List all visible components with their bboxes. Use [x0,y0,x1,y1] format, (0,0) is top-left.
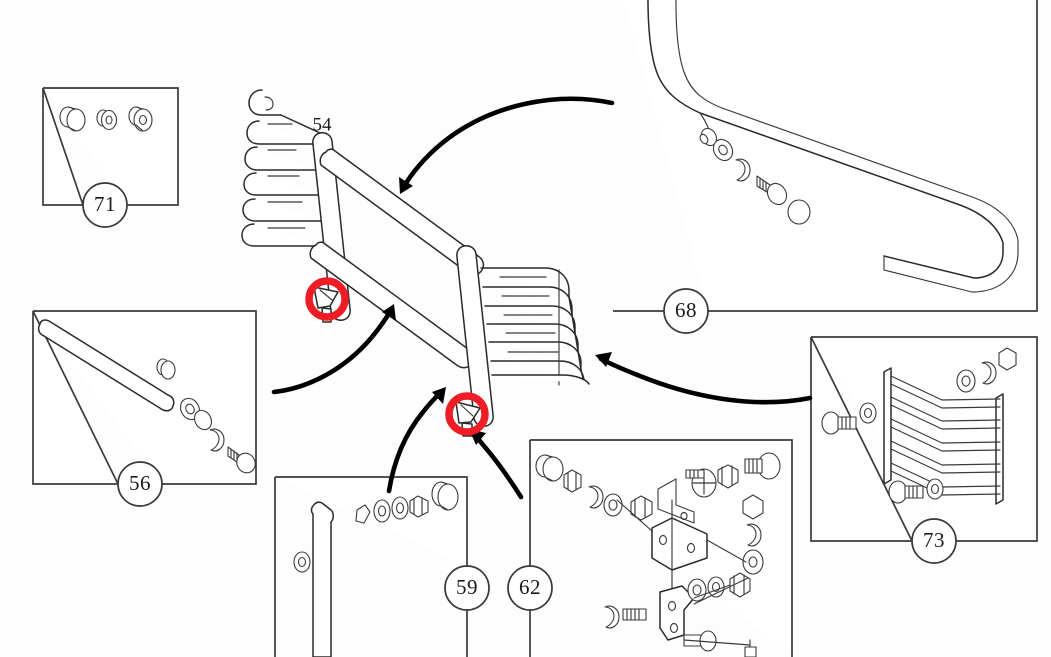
callout-box-59: 59 [274,476,490,657]
callout-label-59: 59 [456,575,478,599]
callout-circle-73[interactable] [911,518,957,564]
callout-circle-62[interactable] [507,565,553,611]
part-73-hardware [821,347,1017,504]
main-part-label-54: 54 [313,114,333,135]
arrow-from-56 [271,304,396,395]
callout-label-73: 73 [923,528,945,552]
arrow-from-73 [595,352,813,405]
highlight-lower-mount-tab [445,392,489,436]
callout-box-71: 71 [42,87,179,228]
part-68-hardware [699,127,811,225]
part-68-illustration [647,0,1019,293]
main-assembly-54: 54 [241,89,590,437]
callout-circle-59[interactable] [444,565,490,611]
part-56-illustration [37,319,256,474]
assembly-arrows [271,96,813,500]
part-59-illustration [293,481,459,657]
highlight-rings [305,277,489,436]
part-73-illustration [821,347,1017,505]
part-62-illustration [535,452,781,657]
callout-circle-71[interactable] [82,182,128,228]
callout-label-68: 68 [675,298,697,322]
highlight-upper-mount-tab [305,277,349,321]
callout-box-56: 56 [32,310,257,507]
callout-box-68: 68 [613,0,1038,334]
callout-label-62: 62 [519,575,541,599]
callout-circle-56[interactable] [117,461,163,507]
callout-box-62: 62 [507,439,793,657]
callout-box-73: 73 [810,336,1038,564]
callout-label-56: 56 [129,471,151,495]
arrow-from-68 [399,96,615,194]
callout-label-71: 71 [94,192,116,216]
callout-circle-68[interactable] [663,288,709,334]
arrow-from-59 [386,387,446,494]
part-71-illustration [59,106,153,132]
